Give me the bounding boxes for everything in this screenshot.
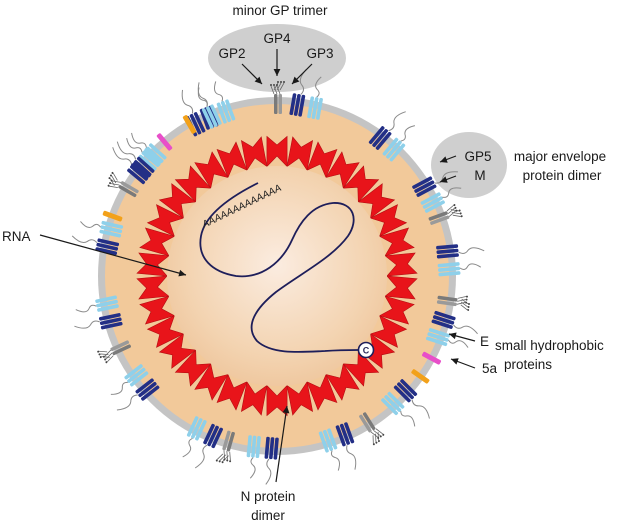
n-protein-subunit	[139, 227, 176, 257]
annotation-arrow	[241, 63, 263, 85]
gp5-m-dimer	[246, 435, 279, 485]
gp5-label: GP5	[464, 149, 491, 164]
n-protein-subunit	[174, 349, 212, 387]
major-envelope-callout-bubble	[431, 132, 507, 198]
n-protein-subunit	[240, 381, 268, 416]
n-protein-subunit	[384, 275, 418, 300]
gp5-m-dimer	[425, 310, 478, 348]
annotation-arrow	[39, 234, 187, 277]
minor-gp-trimer	[436, 295, 470, 311]
gp2-label: GP2	[218, 46, 245, 61]
gp5-m-dimer	[318, 422, 357, 471]
annotation-arrow	[439, 175, 457, 183]
n-protein-subunit	[325, 363, 360, 401]
n-protein-subunit	[342, 349, 380, 387]
n-protein-subunit	[216, 373, 248, 411]
e-protein	[422, 351, 441, 365]
fivea-protein	[102, 210, 123, 222]
n-protein-subunit	[194, 363, 229, 401]
n-protein-subunit	[139, 295, 176, 325]
gp5-m-dimer	[110, 364, 160, 411]
n-protein-subunit	[384, 252, 418, 277]
n-protein-subunit	[369, 315, 408, 348]
n-protein-subunit	[240, 136, 268, 171]
gp5-m-dimer	[412, 171, 462, 213]
gp5-m-dimer	[436, 244, 485, 277]
annotation-arrow	[450, 358, 476, 369]
annotation-arrow	[273, 49, 281, 76]
m-label: M	[474, 168, 485, 183]
fivea-label: 5a	[482, 361, 498, 376]
n-protein-subunit	[325, 151, 360, 189]
e-label: E	[480, 334, 489, 349]
minor-gp-trimer	[428, 204, 463, 225]
gp5-m-dimer	[381, 379, 430, 427]
major-envelope-label-line2: protein dimer	[523, 168, 602, 183]
fivea-protein	[182, 115, 197, 134]
annotation-arrow	[439, 155, 457, 163]
surface-proteins	[71, 69, 485, 485]
annotation-arrow	[291, 63, 313, 85]
annotation-arrow	[275, 405, 290, 483]
n-protein-subunit	[378, 295, 415, 325]
n-protein-subunit	[306, 373, 338, 411]
cap-label: C	[363, 346, 370, 356]
gp5-m-dimer	[368, 111, 416, 162]
n-protein-label-line1: N protein	[241, 489, 296, 504]
n-protein-subunit	[286, 136, 314, 171]
core-interior	[167, 166, 387, 386]
fivea-protein	[411, 369, 430, 384]
n-protein-label-line2: dimer	[251, 508, 285, 523]
n-protein-subunit	[342, 165, 380, 203]
annotation-arrow	[448, 332, 476, 342]
n-protein-subunit	[266, 135, 288, 168]
gp5-m-dimer	[182, 416, 223, 469]
n-protein-subunit	[136, 275, 170, 300]
n-protein-subunit	[369, 204, 408, 237]
n-protein-subunit	[158, 183, 197, 219]
major-envelope-label-line1: major envelope	[514, 149, 606, 164]
e-protein	[156, 133, 173, 151]
minor-gp-trimer	[107, 171, 139, 198]
minor-gp-trimer	[215, 430, 235, 464]
gp4-label: GP4	[263, 31, 291, 46]
n-protein-subunit	[146, 204, 185, 237]
n-protein-subunit	[266, 384, 288, 417]
n-protein-subunit	[378, 227, 415, 257]
n-protein-subunit	[357, 183, 396, 219]
rna-label: RNA	[2, 229, 31, 244]
gp3-label: GP3	[306, 46, 333, 61]
gp5-m-dimer	[74, 295, 123, 330]
n-protein-subunit	[146, 315, 185, 348]
minor-gp-trimer	[97, 340, 131, 364]
rna-genome	[199, 182, 359, 353]
n-protein-subunit	[216, 141, 248, 179]
gp5-m-dimer	[289, 69, 323, 120]
n-protein-subunit	[286, 381, 314, 416]
n-protein-subunit	[174, 165, 212, 203]
small-hydrophobic-label-line1: small hydrophobic	[495, 338, 604, 353]
n-protein-subunit	[136, 252, 170, 277]
minor-gp-trimer-label: minor GP trimer	[232, 3, 328, 18]
minor-gp-trimer	[359, 412, 385, 446]
n-protein-subunit	[158, 333, 197, 369]
minor-gp-trimer	[270, 81, 285, 114]
gp5-m-dimer	[116, 132, 167, 180]
n-protein-subunit	[194, 151, 229, 189]
cap-circle	[357, 341, 375, 359]
n-protein-subunit	[306, 141, 338, 179]
small-hydrophobic-label-line2: proteins	[504, 357, 552, 372]
annotation-arrows	[39, 49, 476, 483]
gp5-m-dimer	[71, 220, 124, 256]
